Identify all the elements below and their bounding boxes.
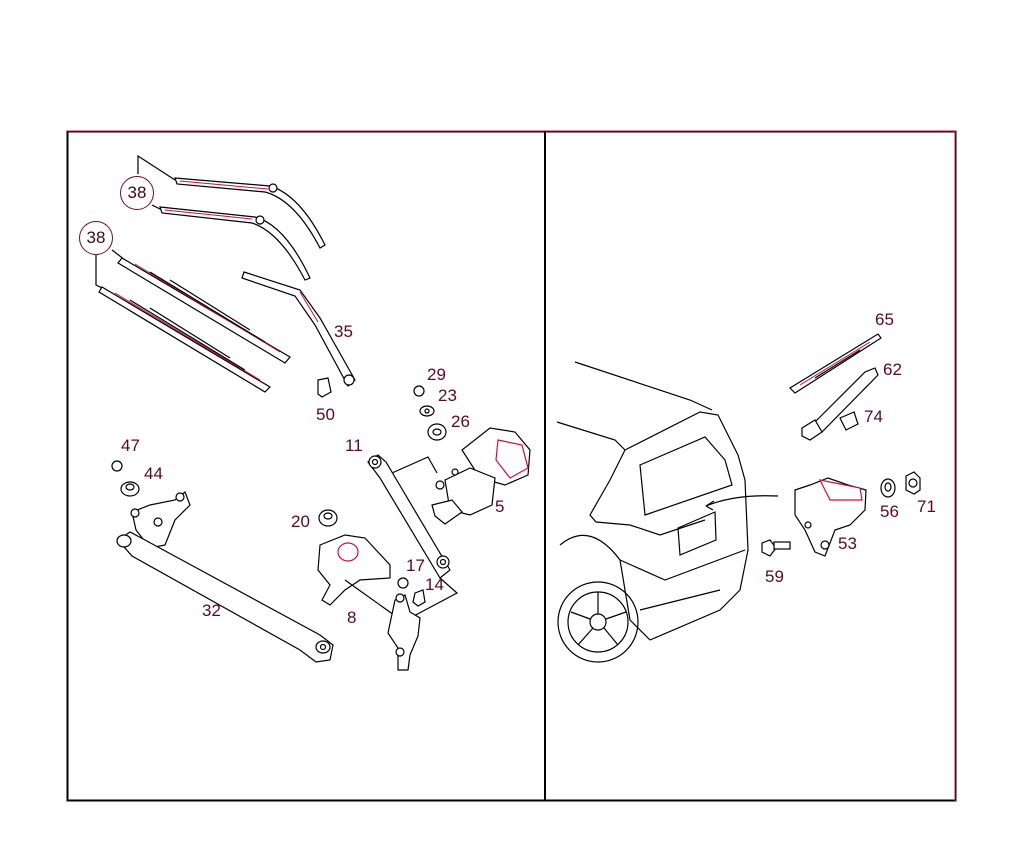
cap-74 bbox=[839, 411, 859, 431]
label-23[interactable]: 23 bbox=[438, 386, 457, 405]
rear-blade-65 bbox=[789, 333, 882, 394]
linkage-rod-32 bbox=[116, 531, 334, 663]
fasteners-29-23-26 bbox=[413, 385, 447, 441]
callout-38-upper[interactable]: 38 bbox=[120, 176, 154, 210]
fasteners-17-14 bbox=[397, 577, 459, 619]
leader-38-lower bbox=[95, 249, 126, 290]
label-14[interactable]: 14 bbox=[425, 575, 444, 594]
car-rear-outline bbox=[556, 361, 779, 663]
label-35[interactable]: 35 bbox=[334, 322, 353, 341]
link-rod-11 bbox=[367, 454, 451, 579]
label-17[interactable]: 17 bbox=[406, 556, 425, 575]
cap-50 bbox=[317, 377, 332, 398]
label-71[interactable]: 71 bbox=[917, 497, 936, 516]
wiper-blade-conventional bbox=[98, 257, 291, 393]
frame bbox=[66, 130, 957, 802]
label-53[interactable]: 53 bbox=[838, 534, 857, 553]
wiper-arm-35 bbox=[241, 271, 356, 387]
label-65[interactable]: 65 bbox=[875, 310, 894, 329]
nut-71 bbox=[905, 471, 921, 495]
label-74[interactable]: 74 bbox=[864, 407, 883, 426]
label-8[interactable]: 8 bbox=[347, 608, 357, 627]
label-50[interactable]: 50 bbox=[316, 405, 335, 424]
label-32[interactable]: 32 bbox=[202, 601, 221, 620]
label-59[interactable]: 59 bbox=[765, 567, 784, 586]
label-56[interactable]: 56 bbox=[880, 502, 899, 521]
bolt-59 bbox=[761, 539, 791, 557]
label-20[interactable]: 20 bbox=[291, 512, 310, 531]
label-11[interactable]: 11 bbox=[345, 436, 363, 455]
label-5[interactable]: 5 bbox=[495, 497, 505, 516]
rear-motor-53 bbox=[794, 477, 867, 557]
rear-wiper-panel bbox=[556, 333, 921, 663]
label-62[interactable]: 62 bbox=[883, 360, 902, 379]
front-wiper-panel bbox=[95, 154, 531, 671]
label-26[interactable]: 26 bbox=[451, 412, 470, 431]
label-44[interactable]: 44 bbox=[144, 464, 163, 483]
pivot-right bbox=[387, 593, 421, 671]
wiper-motor-5 bbox=[431, 427, 531, 525]
label-47[interactable]: 47 bbox=[121, 436, 140, 455]
wiper-blade-aero bbox=[159, 177, 326, 281]
grommet-20 bbox=[318, 509, 338, 527]
grommet-56 bbox=[880, 478, 896, 498]
rear-arm-62 bbox=[801, 367, 879, 441]
fasteners-47-44 bbox=[111, 460, 140, 497]
callout-38-lower[interactable]: 38 bbox=[79, 221, 113, 255]
label-29[interactable]: 29 bbox=[427, 365, 446, 384]
